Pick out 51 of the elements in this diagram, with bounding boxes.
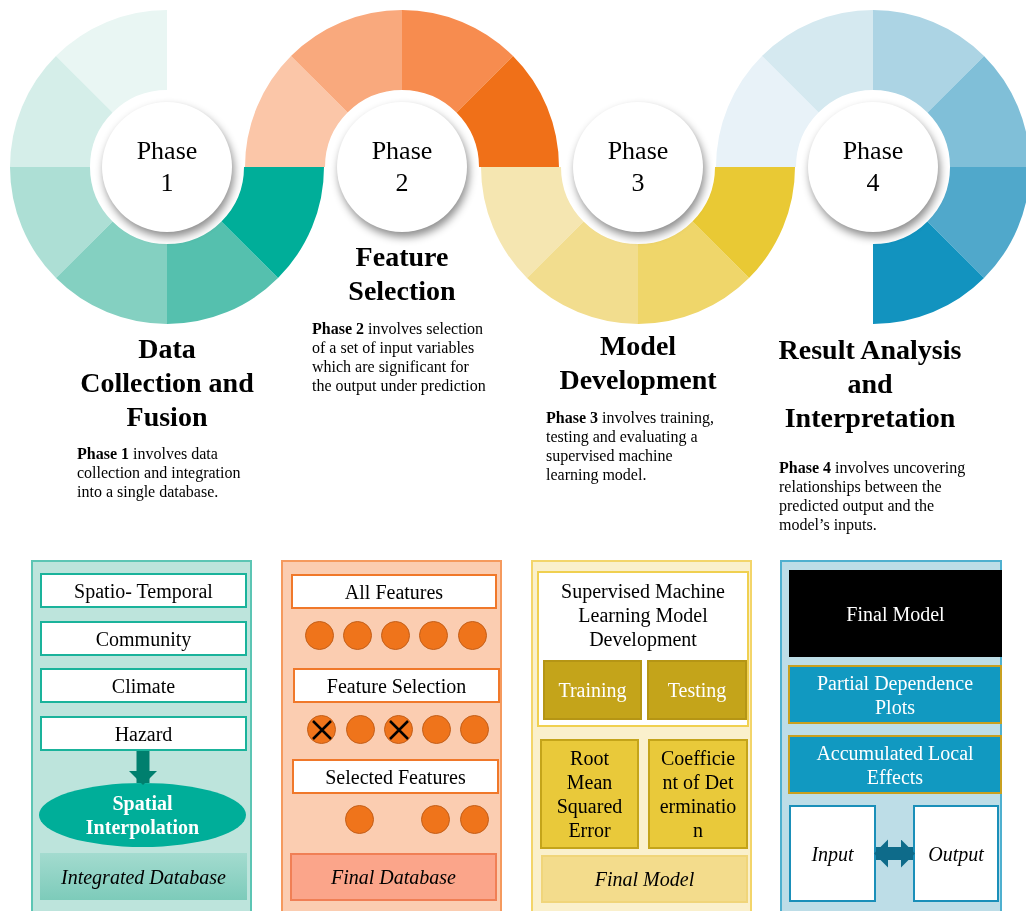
- feature-circle: [421, 805, 450, 834]
- method-box: Accumulated Local Effects: [788, 735, 1002, 794]
- phase-description: Phase 2 involves selection of a set of input variables which are significant for the output under prediction: [312, 319, 487, 395]
- database-box: Final Database: [290, 853, 497, 901]
- metric-box: Coefficient of Determination: [648, 739, 748, 849]
- phase-circle: Phase 2: [337, 102, 467, 232]
- phase-panel: [780, 560, 1002, 911]
- step-box: Testing: [647, 660, 747, 720]
- variable-box: Input: [789, 805, 876, 902]
- process-ellipse: Spatial Interpolation: [39, 783, 246, 847]
- phase-circle: Phase 1: [102, 102, 232, 232]
- database-box: Final Model: [541, 855, 748, 903]
- method-box: Partial Dependence Plots: [788, 665, 1002, 724]
- feature-circle: [305, 621, 334, 650]
- phase-description: Phase 4 involves uncovering relationships between the predicted output and the model’s inputs.: [779, 458, 967, 534]
- feature-circle: [381, 621, 410, 650]
- step-box: Training: [543, 660, 642, 720]
- category-box: Community: [40, 621, 247, 656]
- phase-description: Phase 3 involves training, testing and evaluating a supervised machine learning model.: [546, 408, 715, 484]
- phase-panel: [31, 560, 252, 911]
- phase-heading: Result Analysis and Interpretation: [777, 333, 963, 435]
- box-label: Supervised Machine Learning Model Development: [560, 579, 726, 651]
- feature-circle: [458, 621, 487, 650]
- model-box: Final Model: [789, 570, 1002, 657]
- variable-box: Output: [913, 805, 999, 902]
- feature-circle: [419, 621, 448, 650]
- feature-circle: [460, 715, 489, 744]
- category-box: Hazard: [40, 716, 247, 751]
- arrow: [129, 751, 157, 785]
- feature-circle: [346, 715, 375, 744]
- phase-heading: Model Development: [558, 329, 718, 397]
- feature-circle: [343, 621, 372, 650]
- step-box: Selected Features: [292, 759, 499, 794]
- phase-heading: Data Collection and Fusion: [79, 332, 255, 434]
- arrow: [874, 839, 915, 868]
- feature-circle: [422, 715, 451, 744]
- metric-box: Root Mean Squared Error: [540, 739, 639, 849]
- phase-circle: Phase 3: [573, 102, 703, 232]
- feature-circle: [460, 805, 489, 834]
- phase-panel: [531, 560, 752, 911]
- process-box: [537, 571, 749, 727]
- category-box: Climate: [40, 668, 247, 703]
- step-box: All Features: [291, 574, 497, 609]
- phase-description: Phase 1 involves data collection and integration into a single database.: [77, 444, 242, 501]
- database-box: Integrated Database: [40, 853, 247, 900]
- phase-circle: Phase 4: [808, 102, 938, 232]
- step-box: Feature Selection: [293, 668, 500, 703]
- phase-heading: Feature Selection: [347, 240, 457, 308]
- feature-circle: [345, 805, 374, 834]
- phase-panel: [281, 560, 502, 911]
- category-box: Spatio- Temporal: [40, 573, 247, 608]
